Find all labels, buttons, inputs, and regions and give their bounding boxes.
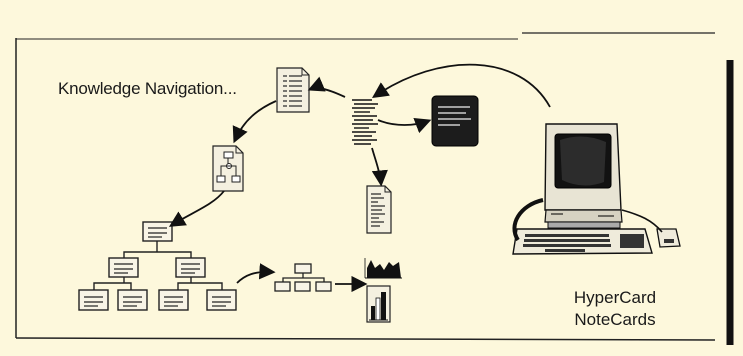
org-chart-icon bbox=[274, 263, 332, 292]
system-label-hypercard: HyperCard bbox=[573, 288, 657, 307]
flow-arrows bbox=[168, 63, 551, 293]
small-document-icon bbox=[366, 185, 392, 234]
text-block-icon bbox=[352, 99, 378, 145]
screen-window-icon bbox=[431, 95, 479, 147]
computer-icon bbox=[512, 123, 681, 255]
system-label-notecards: NoteCards bbox=[574, 310, 656, 329]
text-document-icon bbox=[276, 67, 310, 113]
chart-icons bbox=[364, 258, 402, 323]
diagram-title: Knowledge Navigation... bbox=[58, 79, 237, 98]
diagram-frame bbox=[15, 32, 734, 345]
flowchart-document-icon bbox=[212, 145, 244, 192]
hierarchy-tree-icon bbox=[78, 221, 237, 311]
